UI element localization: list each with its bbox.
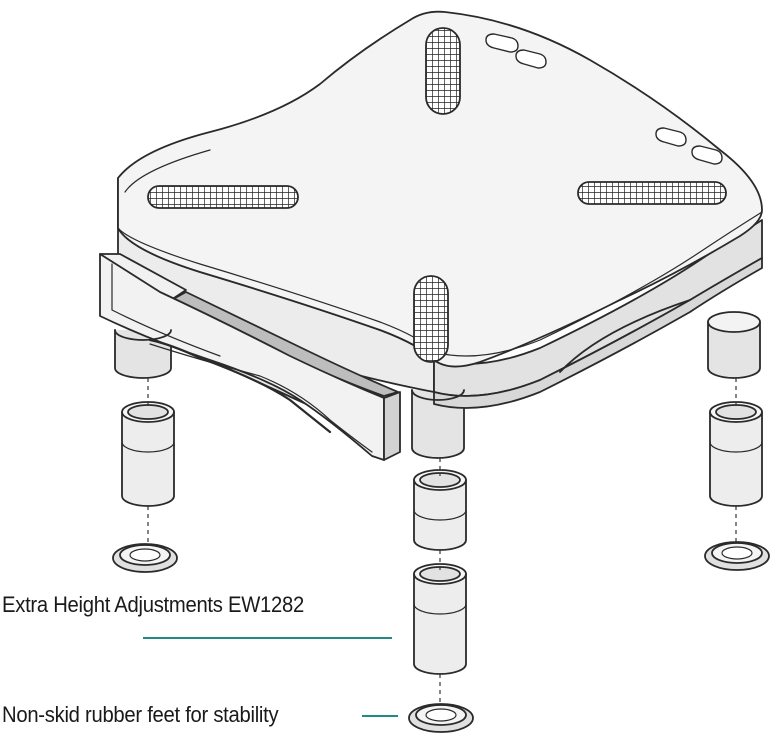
- left-extension-column: [121, 401, 175, 507]
- cable-notch-icon: [485, 33, 723, 165]
- ventilation-grille-icon: [147, 27, 727, 363]
- center-extension-upper: [413, 469, 467, 551]
- storage-drawer: [99, 253, 401, 461]
- center-extension-lower: [413, 563, 467, 675]
- back-left-leg-top: [114, 329, 172, 341]
- callout-extra-height: Extra Height Adjustments EW1282: [2, 592, 304, 617]
- alignment-dashes: [147, 378, 737, 704]
- right-extension-column: [709, 401, 763, 507]
- callout-rubber-feet: Non-skid rubber feet for stability: [2, 702, 279, 727]
- riser-platform: [117, 10, 763, 409]
- front-center-leg-top: [411, 389, 465, 401]
- rubber-foot-icon: [112, 541, 770, 733]
- back-right-leg: [707, 311, 761, 379]
